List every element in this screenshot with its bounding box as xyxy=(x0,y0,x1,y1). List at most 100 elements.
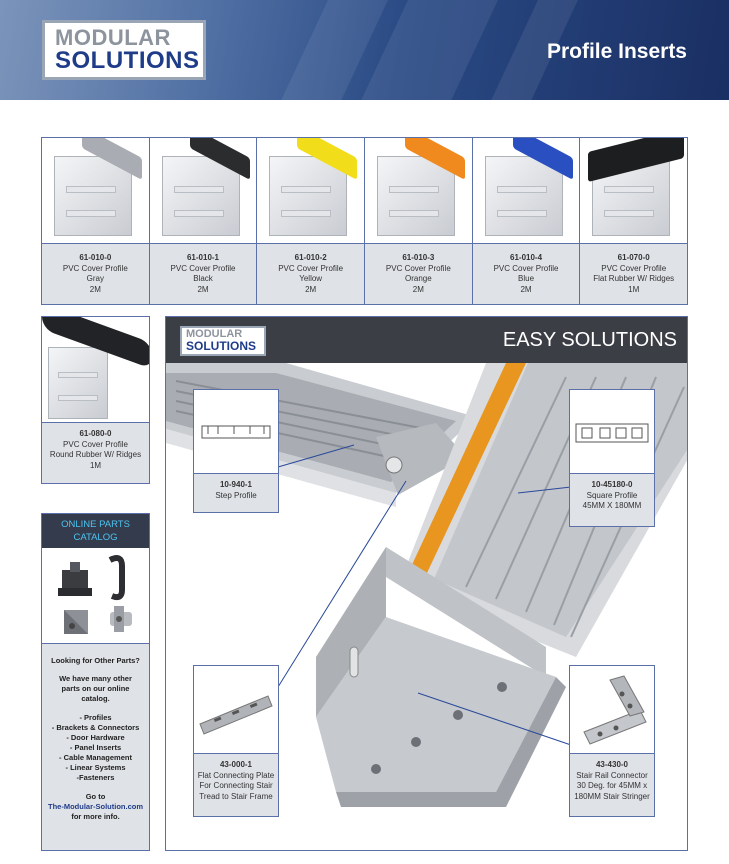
panel-title-bar: MODULAR SOLUTIONS EASY SOLUTIONS xyxy=(166,317,687,363)
product-variant: Flat Rubber W/ Ridges xyxy=(593,274,675,283)
profile-slot xyxy=(389,210,440,217)
profile-slot xyxy=(389,186,440,193)
product-variant: Orange xyxy=(405,274,432,283)
panel-logo-line2: SOLUTIONS xyxy=(186,339,257,353)
callout-square-profile[interactable]: 10-45180-0 Square Profile 45MM X 180MM xyxy=(569,389,655,527)
flat-plate-icon xyxy=(199,695,273,735)
logo-line2: SOLUTIONS xyxy=(55,47,200,74)
profile-slot xyxy=(281,186,332,193)
connecting-plate-image xyxy=(194,666,278,754)
square-profile-image xyxy=(570,390,654,474)
part-description: Flat Connecting Plate xyxy=(197,770,275,780)
profile-slot xyxy=(496,210,547,217)
profile-slot xyxy=(281,210,332,217)
part-number: 61-010-2 xyxy=(294,253,327,262)
callout-connecting-plate[interactable]: 43-000-1 Flat Connecting Plate For Conne… xyxy=(193,665,279,817)
product-image xyxy=(365,138,472,244)
part-number: 61-010-3 xyxy=(402,253,435,262)
part-description: Square Profile xyxy=(586,490,638,500)
product-length: 2M xyxy=(520,284,532,294)
product-name: PVC Cover Profile xyxy=(63,439,128,449)
part-number: 10-45180-0 xyxy=(591,480,633,489)
callout-caption: 10-940-1 Step Profile xyxy=(194,474,278,512)
online-catalog-panel: ONLINE PARTS CATALOG Looking for Oth xyxy=(41,513,150,851)
product-caption: 61-080-0 PVC Cover Profile Round Rubber … xyxy=(42,423,149,483)
profile-slot xyxy=(58,372,98,378)
catalog-list-item: - Brackets & Connectors xyxy=(51,723,140,732)
profile-slot xyxy=(604,186,655,193)
round-rubber-profile-image xyxy=(42,317,149,423)
product-card-61-010-1[interactable]: 61-010-1 PVC Cover Profile Black 2M xyxy=(149,138,258,304)
profile-slot xyxy=(173,210,224,217)
part-number: 61-010-0 xyxy=(79,253,112,262)
rail-connector-image xyxy=(570,666,654,754)
panel-logo-line1: MODULAR xyxy=(186,328,243,340)
catalog-go-to: Go to xyxy=(85,792,106,801)
product-image xyxy=(472,138,580,244)
product-row: 61-010-0 PVC Cover Profile Gray 2M 61-01… xyxy=(41,137,688,305)
product-caption: 61-010-1 PVC Cover Profile Black 2M xyxy=(149,244,257,304)
product-length: 1M xyxy=(628,284,640,294)
part-number: 43-000-1 xyxy=(219,760,253,769)
product-name: PVC Cover Profile xyxy=(278,263,344,273)
catalog-header[interactable]: ONLINE PARTS CATALOG xyxy=(42,514,149,548)
part-number: 61-080-0 xyxy=(79,429,112,438)
step-profile-section-icon xyxy=(201,425,271,439)
catalog-url-link[interactable]: The-Modular-Solution.com xyxy=(48,802,143,811)
product-card-61-010-0[interactable]: 61-010-0 PVC Cover Profile Gray 2M xyxy=(42,138,150,304)
catalog-more-info: for more info. xyxy=(71,812,120,821)
product-card-61-010-2[interactable]: 61-010-2 PVC Cover Profile Yellow 2M xyxy=(257,138,366,304)
profile-body xyxy=(48,347,108,419)
product-length: 2M xyxy=(412,284,424,294)
bracket-icon xyxy=(64,610,88,634)
product-image xyxy=(149,138,257,244)
catalog-list-item: -Fasteners xyxy=(76,773,115,782)
callout-caption: 10-45180-0 Square Profile 45MM X 180MM xyxy=(570,474,654,526)
part-description: For Connecting Stair xyxy=(199,781,273,790)
foot-mount-icon xyxy=(58,562,92,596)
profile-slot xyxy=(58,395,98,401)
product-card-61-070-0[interactable]: 61-070-0 PVC Cover Profile Flat Rubber W… xyxy=(580,138,688,304)
product-variant: Gray xyxy=(86,274,104,283)
catalog-question: Looking for Other Parts? xyxy=(51,656,140,665)
product-name: PVC Cover Profile xyxy=(385,263,451,273)
product-card-61-010-4[interactable]: 61-010-4 PVC Cover Profile Blue 2M xyxy=(472,138,581,304)
product-caption: 61-070-0 PVC Cover Profile Flat Rubber W… xyxy=(580,244,688,304)
part-description: Step Profile xyxy=(215,490,257,500)
product-variant: Yellow xyxy=(299,274,323,283)
product-caption: 61-010-4 PVC Cover Profile Blue 2M xyxy=(472,244,580,304)
rail-connector-icon xyxy=(583,675,647,745)
catalog-list-item: - Profiles xyxy=(79,713,112,722)
page-title: Profile Inserts xyxy=(546,40,687,63)
product-image xyxy=(257,138,365,244)
profile-slot xyxy=(604,210,655,217)
product-card-61-010-3[interactable]: 61-010-3 PVC Cover Profile Orange 2M xyxy=(365,138,473,304)
part-number: 10-940-1 xyxy=(219,480,253,489)
catalog-list-item: - Cable Management xyxy=(59,753,132,762)
product-name: PVC Cover Profile xyxy=(170,263,236,273)
logo-line1: MODULAR xyxy=(55,25,171,50)
panel-title: EASY SOLUTIONS xyxy=(502,329,677,351)
part-description: 180MM Stair Stringer xyxy=(574,791,650,801)
product-name: PVC Cover Profile xyxy=(601,263,667,273)
callout-stair-rail-connector[interactable]: 43-430-0 Stair Rail Connector 30 Deg. fo… xyxy=(569,665,655,817)
part-description: 30 Deg. for 45MM x xyxy=(576,781,648,790)
part-number: 61-070-0 xyxy=(617,253,650,262)
product-length: 2M xyxy=(89,284,101,294)
product-variant: Blue xyxy=(518,274,535,283)
profile-body xyxy=(54,156,132,236)
product-length: 2M xyxy=(197,284,209,294)
profile-slot xyxy=(66,186,116,193)
profile-body xyxy=(484,156,563,236)
product-card-61-080-0[interactable]: 61-080-0 PVC Cover Profile Round Rubber … xyxy=(41,316,150,484)
handle-icon xyxy=(108,555,125,601)
part-number: 61-010-4 xyxy=(510,253,543,262)
product-length: 2M xyxy=(305,284,317,294)
callout-step-profile[interactable]: 10-940-1 Step Profile xyxy=(193,389,279,513)
catalog-list-item: - Door Hardware xyxy=(66,733,125,742)
catalog-list: - Profiles- Brackets & Connectors- Door … xyxy=(42,713,149,783)
catalog-intro: We have many other parts on our online c… xyxy=(59,674,132,703)
part-dimensions: 45MM X 180MM xyxy=(582,501,642,510)
connector-icon xyxy=(110,606,132,632)
catalog-images xyxy=(42,548,149,644)
